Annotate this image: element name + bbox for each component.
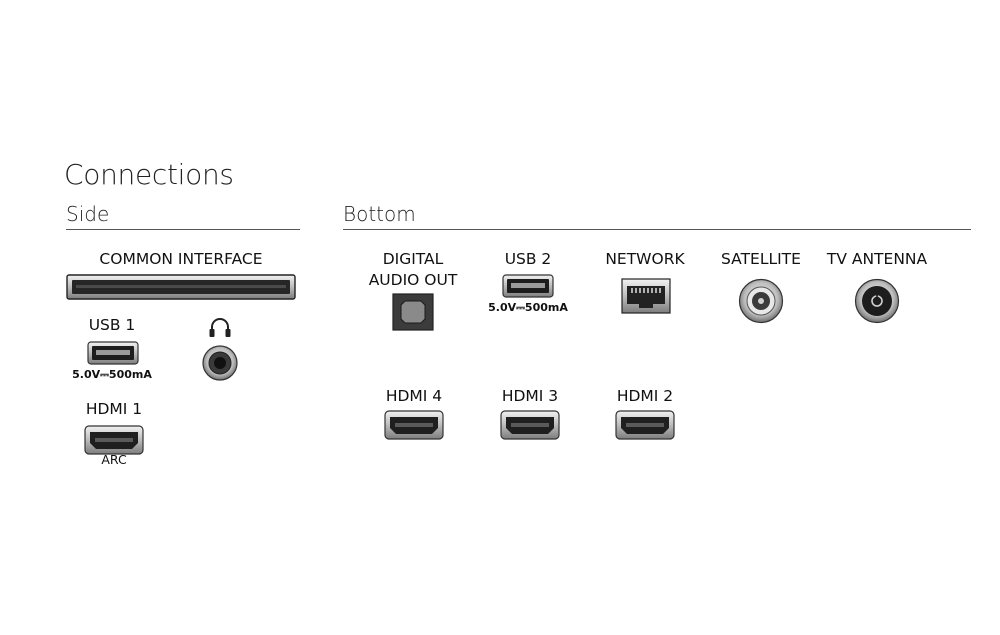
hdmi4-port-icon	[384, 410, 444, 442]
usb1-port-icon	[87, 341, 139, 365]
hdmi2-port-icon	[615, 410, 675, 442]
usb1-spec: 5.0V⎓500mA	[72, 368, 152, 381]
ethernet-port-icon	[621, 278, 671, 314]
page-title: Connections	[64, 158, 234, 191]
usb2-port-icon	[502, 274, 554, 298]
satellite-connector-icon	[738, 278, 784, 324]
digital-audio-out-label-line1: DIGITAL	[382, 250, 444, 268]
side-divider	[66, 229, 300, 230]
usb2-label: USB 2	[504, 250, 552, 268]
optical-port-icon	[392, 293, 434, 331]
usb2-spec: 5.0V⎓500mA	[488, 301, 568, 314]
bottom-divider	[343, 229, 971, 230]
hdmi1-label: HDMI 1	[85, 400, 143, 418]
hdmi3-label: HDMI 3	[501, 387, 559, 405]
satellite-label: SATELLITE	[721, 250, 801, 268]
common-interface-slot	[66, 274, 296, 300]
hdmi2-label: HDMI 2	[616, 387, 674, 405]
hdmi4-label: HDMI 4	[385, 387, 443, 405]
bottom-heading: Bottom	[343, 202, 416, 226]
headphones-icon	[201, 317, 239, 383]
network-label: NETWORK	[605, 250, 685, 268]
side-heading: Side	[66, 202, 110, 226]
tv-antenna-label: TV ANTENNA	[826, 250, 928, 268]
antenna-connector-icon	[854, 278, 900, 324]
hdmi1-arc-note: ARC	[101, 452, 127, 467]
hdmi3-port-icon	[500, 410, 560, 442]
digital-audio-out-label-line2: AUDIO OUT	[368, 271, 458, 289]
usb1-label: USB 1	[88, 316, 136, 334]
common-interface-label: COMMON INTERFACE	[99, 250, 263, 268]
